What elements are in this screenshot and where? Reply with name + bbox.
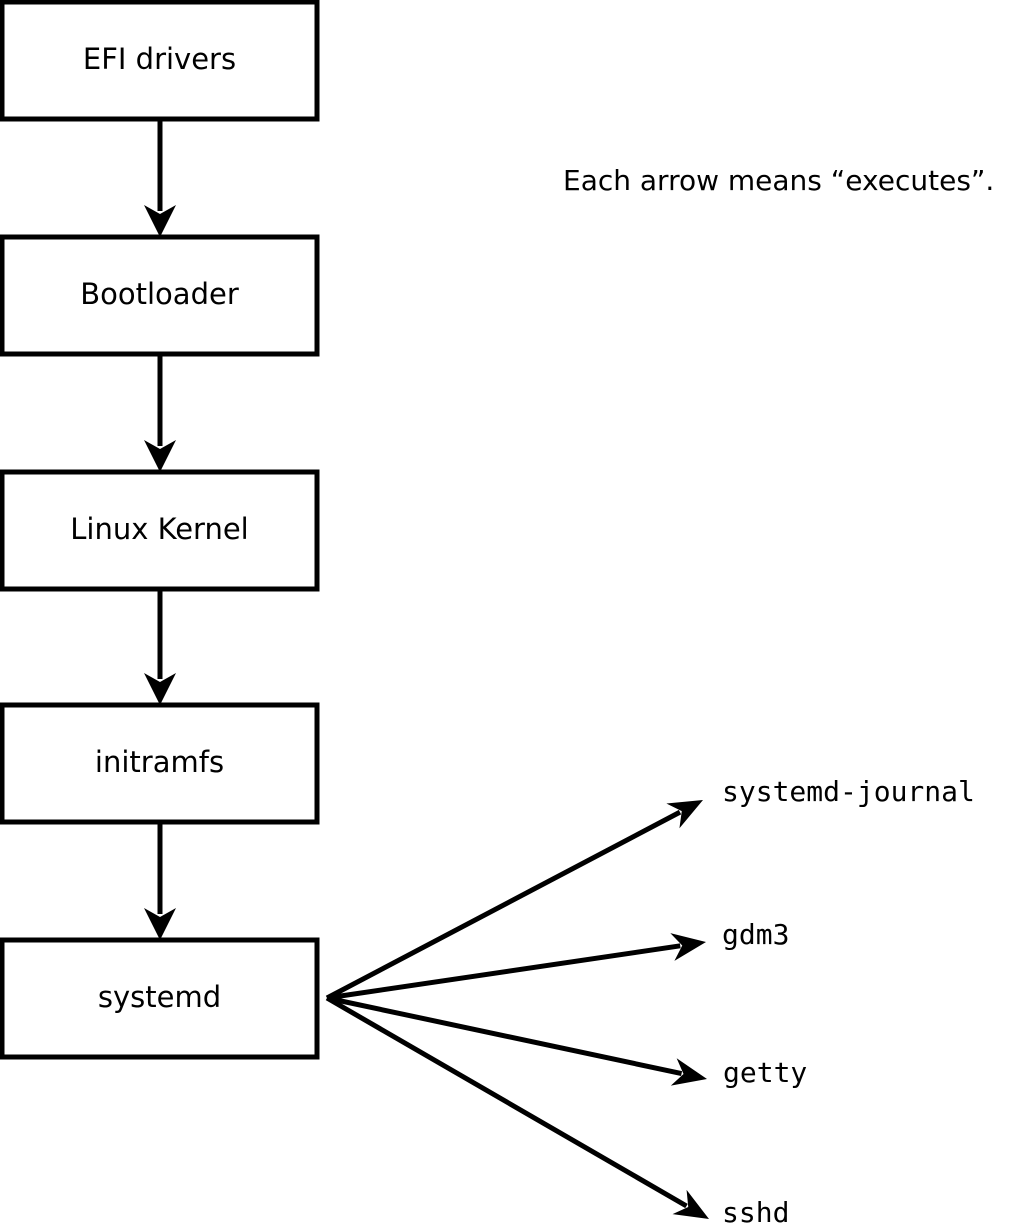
- arrow-efi-to-bootloader: [144, 118, 176, 237]
- service-label-sshd[interactable]: sshd: [722, 1196, 789, 1229]
- service-label-gdm3[interactable]: gdm3: [722, 918, 789, 951]
- process-box-linux-kernel[interactable]: Linux Kernel: [0, 469, 320, 592]
- fanout-head-getty: [670, 1058, 707, 1086]
- fanout-head-gdm3: [670, 933, 706, 961]
- arrow-head-initramfs-to-systemd: [144, 908, 176, 940]
- process-box-initramfs[interactable]: initramfs: [0, 702, 320, 825]
- arrow-bootloader-to-kernel: [144, 353, 176, 472]
- fanout-arrow-sshd: [325, 995, 709, 1219]
- box-label-linux-kernel: Linux Kernel: [70, 512, 248, 546]
- arrow-initramfs-to-systemd: [144, 822, 176, 940]
- fanout-shaft-systemd-journal: [325, 809, 682, 1001]
- box-label-efi-drivers: EFI drivers: [83, 42, 236, 76]
- fanout-arrow-gdm3: [326, 933, 706, 1001]
- arrow-head-efi-to-bootloader: [144, 205, 176, 237]
- process-box-systemd[interactable]: systemd: [0, 937, 320, 1060]
- process-box-bootloader[interactable]: Bootloader: [0, 234, 320, 357]
- fanout-shaft-sshd: [325, 995, 688, 1209]
- box-outline-systemd: [0, 937, 320, 1060]
- fanout-arrow-systemd-journal: [325, 800, 703, 1001]
- arrow-head-kernel-to-initramfs: [144, 673, 176, 705]
- box-outline-bootloader: [0, 234, 320, 357]
- fanout-shaft-gdm3: [326, 943, 681, 1001]
- connector-arrows-group: [144, 118, 176, 940]
- box-label-initramfs: initramfs: [95, 745, 224, 779]
- service-label-getty[interactable]: getty: [723, 1056, 807, 1089]
- box-outline-linux-kernel: [0, 469, 320, 592]
- process-box-efi-drivers[interactable]: EFI drivers: [0, 0, 320, 122]
- box-outline-initramfs: [0, 702, 320, 825]
- service-fanout-group: [325, 800, 709, 1219]
- box-label-systemd: systemd: [98, 980, 221, 1014]
- fanout-arrow-getty: [326, 995, 707, 1086]
- box-outline-efi-drivers: [0, 0, 320, 122]
- fanout-shaft-getty: [326, 995, 683, 1077]
- fanout-head-sshd: [672, 1189, 709, 1219]
- legend-caption: Each arrow means “executes”.: [563, 164, 994, 197]
- fanout-head-systemd-journal: [666, 800, 703, 829]
- service-label-systemd-journal[interactable]: systemd-journal: [722, 775, 975, 808]
- arrow-head-bootloader-to-kernel: [144, 440, 176, 472]
- service-labels-group: systemd-journal gdm3 getty sshd: [722, 775, 975, 1229]
- box-label-bootloader: Bootloader: [80, 277, 239, 311]
- arrow-kernel-to-initramfs: [144, 588, 176, 705]
